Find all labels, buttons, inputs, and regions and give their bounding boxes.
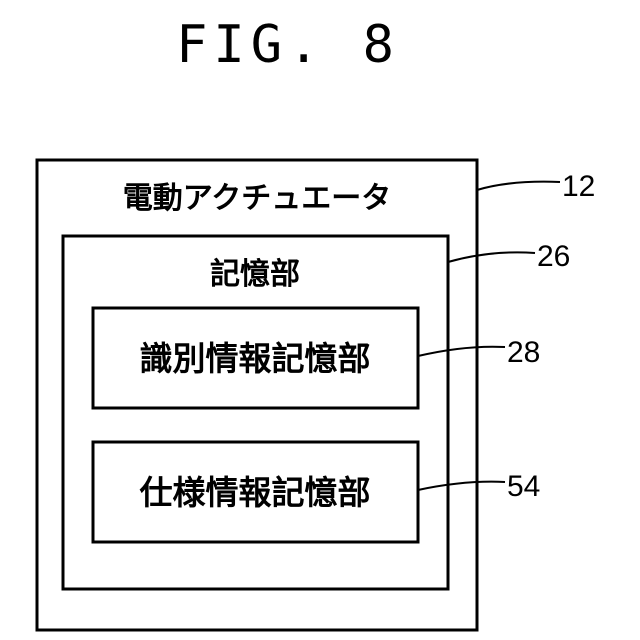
id-storage-label: 識別情報記憶部	[140, 339, 371, 378]
actuator-label: 電動アクチュエータ	[123, 181, 392, 216]
storage-ref-number: 26	[537, 240, 570, 273]
figure-title: FIG. 8	[176, 15, 400, 75]
actuator-box	[37, 160, 477, 630]
actuator-leader-line	[477, 182, 560, 190]
id-storage-ref-number: 28	[507, 336, 540, 369]
storage-leader-line	[448, 252, 535, 262]
actuator-ref-number: 12	[562, 170, 595, 203]
id-storage-leader-line	[418, 347, 505, 356]
spec-storage-label: 仕様情報記憶部	[140, 473, 371, 512]
storage-label: 記憶部	[210, 257, 300, 292]
spec-storage-ref-number: 54	[507, 470, 540, 503]
spec-storage-leader-line	[418, 482, 505, 490]
